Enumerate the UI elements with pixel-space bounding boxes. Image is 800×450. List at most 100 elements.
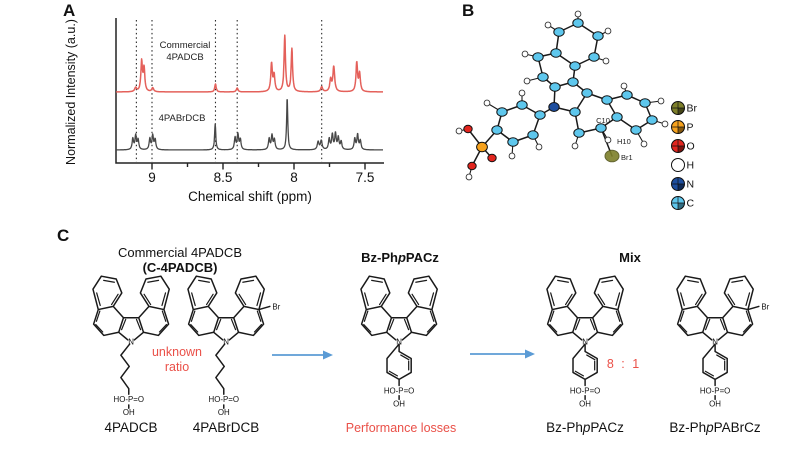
c10-label: C10 [596,116,610,125]
atom [467,161,477,171]
n-atom-label: N [396,338,402,347]
legend-item-n: N [671,177,695,191]
br-atom-label: Br [761,303,769,312]
atom [621,90,633,100]
br-icon-shade [678,108,685,115]
atom [604,27,612,35]
atom [581,88,593,98]
legend-item-p: P [671,120,694,134]
legend-item-br: Br [671,101,698,115]
atom [491,125,503,135]
x-tick-label: 9 [148,170,156,185]
legend-label-h: H [687,160,695,172]
series1-label-line2: 4PADCB [166,52,203,63]
atom [640,140,648,148]
atom [518,89,526,97]
atom [496,107,508,117]
mol2-name: 4PABrDCB [193,420,260,435]
atom [571,142,579,150]
panel-a-nmr: A Normalized Intensity (a.u.) Chemical s… [63,1,384,204]
atom [569,107,581,117]
c-icon-shade [678,203,685,210]
oh-label: OH [123,408,135,417]
atom [553,27,565,37]
n-icon-lines [671,177,685,191]
c-icon-lines [671,196,685,210]
nmr-trace-2 [115,99,384,151]
legend-label-o: O [687,141,695,153]
molecule-4padcb: N HO-P=O OH [92,275,170,417]
panel-c-label: C [57,226,69,245]
phosphonic-label: HO-P=O [114,395,144,404]
atom [588,52,600,62]
series1-label-line1: Commercial [160,40,211,51]
atom [507,137,519,147]
atom [549,82,561,92]
atom [534,110,546,120]
atom [455,127,463,135]
series2-label: 4PABrDCB [159,113,206,124]
atom [521,50,529,58]
br-icon-lines [671,101,685,115]
atom-legend: Br P O H N [671,101,698,210]
atom [544,21,552,29]
arrow-head-icon [323,350,333,360]
atom [620,82,628,90]
phosphonic-label: HO-P=O [209,395,239,404]
n-atom-label: N [712,338,718,347]
phosphonic-label: HO-P=O [384,386,414,395]
atom [661,120,669,128]
atom [611,112,623,122]
x-tick-label: 7.5 [356,170,375,185]
performance-losses-note: Performance losses [346,421,456,435]
h-atom-icon [671,158,685,172]
phosphonic-label: HO-P=O [570,386,600,395]
atom [465,173,473,181]
reaction-arrow-1 [272,350,333,360]
atom [573,128,585,138]
atom [572,18,584,28]
legend-item-h: H [671,158,695,172]
oh-label: OH [709,399,721,408]
p-icon-lines [671,120,685,134]
panel-a-label: A [63,1,75,20]
atom [646,115,658,125]
hydrogen-atoms [455,10,669,181]
atom [601,95,613,105]
legend-label-n: N [687,179,695,191]
atom [602,57,610,65]
br-atom-label: Br [272,303,280,312]
atom [657,97,665,105]
atom [630,125,642,135]
phosphonic-label: HO-P=O [700,386,730,395]
legend-item-o: O [671,139,695,153]
oh-label: OH [579,399,591,408]
legend-label-br: Br [687,103,698,115]
atom [463,124,473,134]
phosphorus-atom [476,141,488,153]
group2-title: Bz-PhpPACz [361,250,439,265]
legend-label-c: C [687,198,695,210]
legend-item-c: C [671,196,695,210]
mol4-name: Bz-PhpPACz [546,420,624,435]
atom [537,72,549,82]
molecule-h-bonds [458,13,666,178]
molecule-4pabrdcb: N HO-P=O OH Br [187,275,281,417]
o-icon-lines [671,139,685,153]
panel-c-scheme: C Commercial 4PADCB (C-4PADCB) Bz-PhpPAC… [57,226,770,435]
atom [535,143,543,151]
oxygen-atoms [463,124,497,171]
atom [487,153,497,163]
y-axis-label: Normalized Intensity (a.u.) [64,19,78,165]
atom [516,100,528,110]
atom [595,123,607,133]
oh-label: OH [393,399,405,408]
group1-title-line1: Commercial 4PADCB [118,245,242,260]
n-atom-label: N [128,338,134,347]
molecule-bzphppacz-mid: N HO-P=O OH [360,275,438,408]
molecule-bzphppacz-mix: N HO-P=O OH [546,275,624,408]
atom [550,48,562,58]
atom [567,77,579,87]
atom [604,136,612,144]
